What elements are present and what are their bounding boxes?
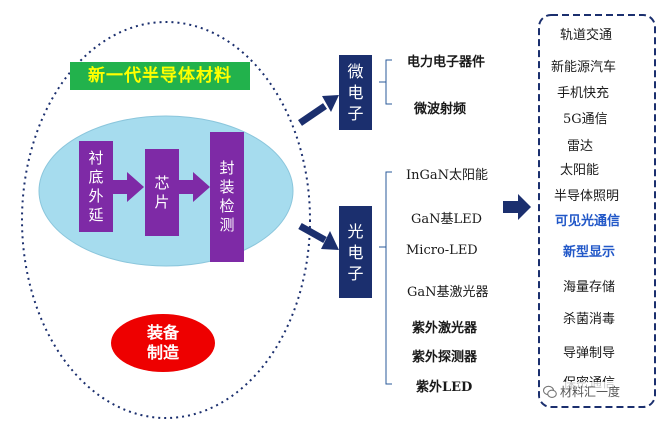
process-substrate-char: 外 — [88, 186, 104, 205]
opto-item-ingan-solar: InGaN太阳能 — [406, 168, 489, 183]
app-rail-transit: 轨道交通 — [560, 28, 613, 43]
opto-electronics-char: 电 — [347, 242, 364, 262]
arrow-to-micro-shaft — [298, 103, 327, 126]
opto-item-gan-laser: GaN基激光器 — [407, 285, 489, 300]
micro-electronics-char: 电 — [347, 83, 364, 102]
process-packaging-char: 检 — [219, 197, 235, 215]
equipment-line2: 制造 — [146, 343, 179, 362]
opto-item-uv-laser: 紫外激光器 — [412, 321, 478, 336]
process-chip: 芯 片 — [145, 149, 179, 236]
app-sterilization: 杀菌消毒 — [563, 312, 616, 327]
micro-electronics-box: 微 电 子 — [339, 55, 372, 130]
title-banner: 新一代半导体材料 — [70, 62, 250, 90]
opto-bracket — [379, 171, 392, 385]
process-packaging-char: 装 — [219, 178, 235, 196]
app-new-display: 新型显示 — [563, 245, 616, 260]
equipment-manufacturing: 装备 制造 — [111, 314, 215, 372]
opto-item-uv-detector: 紫外探测器 — [412, 350, 478, 365]
process-substrate-char: 延 — [88, 205, 104, 224]
app-5g-communication: 5G通信 — [563, 112, 608, 127]
opto-item-micro-led: Micro-LED — [406, 243, 478, 258]
process-substrate-char: 衬 — [88, 148, 104, 167]
app-phone-fast-charging: 手机快充 — [557, 86, 610, 101]
arrow-to-micro-head — [322, 95, 339, 112]
opto-electronics-char: 子 — [347, 263, 364, 283]
opto-electronics-box: 光 电 子 — [339, 206, 372, 298]
process-packaging-char: 测 — [219, 216, 235, 234]
micro-item-microwave-rf: 微波射频 — [414, 102, 467, 117]
process-substrate-char: 底 — [88, 167, 104, 186]
app-new-energy-vehicles: 新能源汽车 — [551, 60, 617, 75]
to-applications-arrow — [503, 194, 531, 220]
process-arrow-2 — [179, 172, 210, 202]
app-radar: 雷达 — [567, 139, 594, 154]
process-packaging-testing: 封 装 检 测 — [210, 132, 244, 262]
micro-electronics-char: 微 — [347, 62, 364, 81]
app-solar-energy: 太阳能 — [560, 163, 600, 178]
process-packaging-char: 封 — [219, 159, 235, 177]
micro-bracket — [379, 59, 392, 105]
equipment-line1: 装备 — [146, 323, 179, 342]
applications-box — [538, 14, 656, 408]
process-substrate-epitaxy: 衬 底 外 延 — [79, 141, 113, 232]
watermark-text: 材料汇一度 — [560, 385, 621, 399]
opto-item-uv-led: 紫外LED — [416, 380, 473, 395]
opto-electronics-char: 光 — [347, 221, 364, 241]
process-arrow-1 — [113, 172, 144, 202]
opto-item-gan-led: GaN基LED — [411, 212, 483, 227]
app-mass-storage: 海量存储 — [563, 280, 616, 295]
app-semiconductor-lighting: 半导体照明 — [554, 189, 620, 204]
outer-ellipse — [21, 21, 311, 419]
process-chip-char: 芯 — [154, 173, 170, 192]
app-visible-light-communication: 可见光通信 — [555, 214, 621, 229]
watermark: 材料汇一度 — [540, 382, 624, 401]
wechat-icon — [543, 385, 557, 398]
micro-electronics-char: 子 — [347, 104, 364, 123]
micro-item-power-devices: 电力电子器件 — [407, 55, 486, 70]
process-chip-char: 片 — [154, 192, 170, 211]
arrow-to-opto-shaft — [298, 222, 327, 244]
app-missile-guidance: 导弹制导 — [563, 346, 616, 361]
arrow-to-opto-head — [321, 231, 339, 250]
